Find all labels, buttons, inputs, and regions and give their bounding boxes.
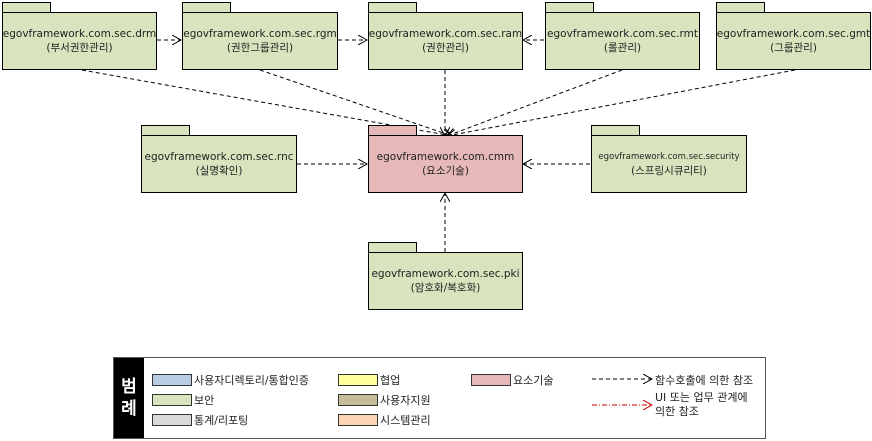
package-name: egovframework.com.sec.drm — [2, 28, 157, 40]
package-name: egovframework.com.sec.gmt — [716, 28, 871, 40]
package-name: egovframework.com.sec.pki — [371, 268, 520, 280]
legend-title-1: 범 — [121, 377, 137, 397]
package-desc: (부서권한관리) — [46, 42, 113, 54]
package-tab — [591, 125, 640, 135]
package-tab — [2, 2, 51, 12]
package-desc: (권한그룹관리) — [226, 42, 294, 54]
package-name: egovframework.com.sec.ram — [368, 28, 523, 40]
package-tab — [716, 2, 765, 12]
package-name: egovframework.com.cmm — [376, 151, 515, 163]
legend-title-2: 례 — [121, 399, 137, 419]
package-name: egovframework.com.sec.rgm — [183, 28, 337, 40]
legend-item-directory: 사용자디렉토리/통합인증 — [152, 372, 309, 388]
package-tab — [141, 125, 190, 135]
package-tab — [368, 2, 417, 12]
package-desc: (권한관리) — [422, 42, 469, 54]
legend-item-element: 요소기술 — [471, 372, 553, 388]
package-tab — [545, 2, 594, 12]
arrow-gmt-cmm — [447, 69, 796, 136]
legend-ui-label-1: UI 또는 업무 관계에 — [655, 391, 748, 404]
package-desc: (요소기술) — [422, 165, 469, 177]
legend-item-stats: 통계/리포팅 — [152, 412, 248, 428]
legend-call-label: 함수호출에 의한 참조 — [655, 374, 754, 387]
package-name: egovframework.com.sec.rmt — [547, 28, 698, 40]
arrow-rgm-cmm — [259, 69, 452, 136]
package-tab — [182, 2, 231, 12]
arrow-rmt-cmm — [447, 69, 623, 136]
package-desc: (스프링시큐리티) — [631, 165, 707, 177]
package-desc: (암호화/복호화) — [410, 282, 481, 294]
legend-item-support: 사용자지원 — [338, 392, 431, 408]
package-desc: (롤관리) — [603, 42, 642, 54]
legend-item-system: 시스템관리 — [338, 412, 431, 428]
package-desc: (실명확인) — [195, 165, 243, 177]
package-tab — [368, 125, 417, 135]
package-desc: (그룹관리) — [770, 42, 817, 54]
package-tab — [368, 242, 417, 252]
legend-item-security: 보안 — [152, 392, 214, 408]
package-name: egovframework.com.sec.rnc — [144, 151, 294, 163]
legend-item-collab: 협업 — [338, 372, 400, 388]
legend-ui-label-2: 의한 참조 — [655, 405, 699, 418]
package-name: egovframework.com.sec.security — [598, 152, 740, 162]
